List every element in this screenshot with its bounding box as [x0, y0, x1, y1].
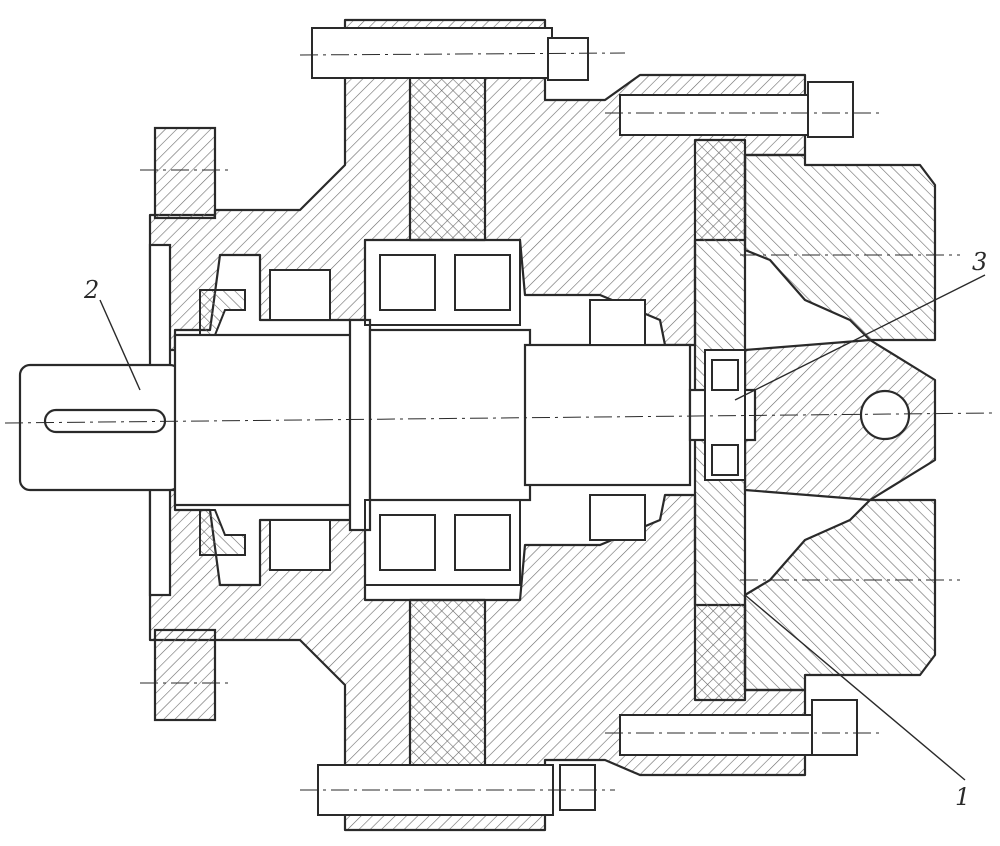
leader-part-2 — [99, 299, 141, 391]
end-cap-lower — [743, 498, 937, 692]
seal-lower — [199, 509, 246, 556]
bearing-main-lower-1 — [379, 514, 436, 571]
bearing-rear-lower — [589, 494, 646, 541]
shaft-collar — [348, 318, 372, 532]
pilot-roller-upper — [711, 359, 739, 391]
bearing-housing-upper — [364, 239, 521, 326]
bearing-main-upper-2 — [454, 254, 511, 311]
bolt-top-right-nut — [807, 81, 854, 138]
leader-part-1 — [744, 594, 966, 781]
mounting-flange — [148, 126, 217, 722]
pilot-roller-lower — [711, 444, 739, 476]
leader-part-3 — [734, 274, 986, 401]
bearing-rear-upper — [589, 299, 646, 346]
center-lines — [4, 52, 996, 791]
seal-upper — [199, 289, 246, 336]
shaft-keyway — [43, 408, 167, 434]
bolt-bottom-left-nut — [559, 764, 596, 811]
center-ring-upper — [408, 68, 487, 242]
bearing-left-upper — [269, 269, 331, 321]
main-axis-line — [4, 412, 996, 424]
main-housing — [148, 18, 937, 832]
end-cap-upper — [743, 153, 937, 342]
shaft-mid — [368, 328, 532, 502]
bolt-bottom-right — [619, 714, 816, 756]
check-ball — [859, 389, 911, 441]
bearings — [269, 239, 646, 586]
bolt-top-right — [619, 94, 811, 136]
callout-label-part-2: 2 — [83, 276, 99, 304]
bearing-main-lower-2 — [454, 514, 511, 571]
bolt-axis-top-left — [299, 52, 626, 56]
bearing-main-upper-1 — [379, 254, 436, 311]
callout-leaders — [99, 274, 986, 781]
bearing-housing-lower — [364, 499, 521, 586]
center-ring-lower — [408, 598, 487, 772]
shaft-rear — [523, 343, 692, 487]
bolt-top-left-nut — [547, 37, 589, 81]
pilot-bearing — [704, 349, 746, 481]
flange-bottom — [153, 628, 217, 722]
callout-label-part-3: 3 — [972, 248, 987, 276]
bolts — [311, 27, 858, 816]
callout-label-part-1: 1 — [955, 783, 970, 811]
bearing-left-lower — [269, 519, 331, 571]
bolt-bottom-right-nut — [811, 699, 858, 756]
shaft-seals — [199, 289, 246, 556]
flange-top — [153, 126, 217, 220]
bolt-top-left — [311, 27, 553, 79]
